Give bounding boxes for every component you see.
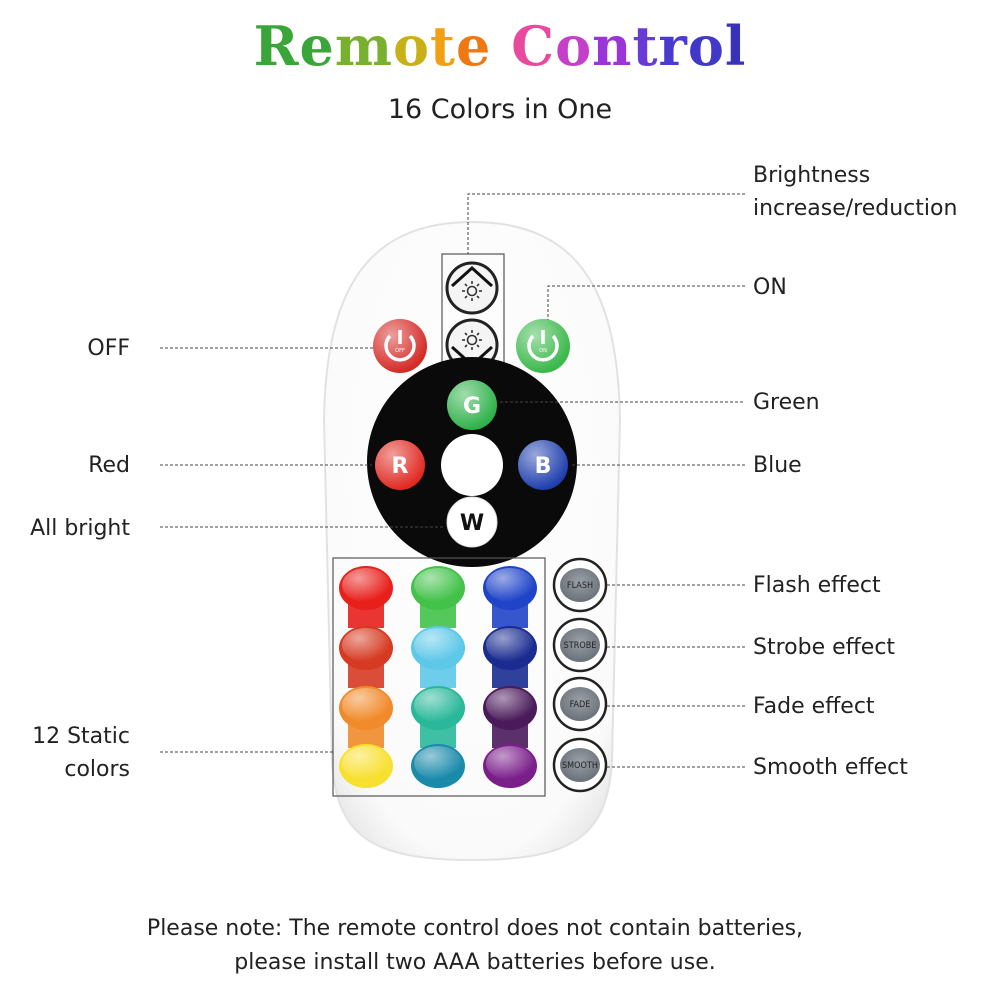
power-icon <box>384 330 416 362</box>
label-brightness-line1: Brightness <box>753 163 871 188</box>
color-button-letter: B <box>535 454 552 479</box>
static-color-button[interactable] <box>339 566 393 628</box>
effect-button-smooth[interactable]: SMOOTH <box>552 737 608 793</box>
title-letter: o <box>393 14 431 78</box>
title-letter: e <box>455 14 492 78</box>
static-color-button[interactable] <box>411 626 465 688</box>
leader-lines <box>160 193 745 768</box>
title-letter: l <box>724 14 747 78</box>
label-brightness-line2: increase/reduction <box>753 196 958 221</box>
static-color-button[interactable] <box>411 744 465 788</box>
label-fade: Fade effect <box>753 694 875 719</box>
static-color-panel <box>332 557 546 797</box>
power-icon <box>527 330 559 362</box>
label-red: Red <box>88 453 130 478</box>
center-button[interactable] <box>441 434 503 496</box>
battery-note: Please note: The remote control does not… <box>0 912 950 980</box>
off-button-label: OFF <box>395 348 405 354</box>
color-button-letter: G <box>463 394 481 419</box>
on-button-label: ON <box>539 348 547 354</box>
static-color-button[interactable] <box>483 686 537 748</box>
off-button[interactable]: OFF <box>373 319 427 373</box>
effect-button-strobe[interactable]: STROBE <box>552 617 608 673</box>
label-on: ON <box>753 275 787 300</box>
label-smooth: Smooth effect <box>753 755 908 780</box>
effect-button-label: SMOOTH <box>562 761 598 771</box>
label-static-line2: colors <box>64 757 130 782</box>
label-strobe: Strobe effect <box>753 635 896 660</box>
static-color-button[interactable] <box>339 626 393 688</box>
effect-button-label: STROBE <box>564 641 597 651</box>
static-color-button[interactable] <box>411 566 465 628</box>
static-color-button[interactable] <box>483 626 537 688</box>
effect-button-fade[interactable]: FADE <box>552 676 608 732</box>
title-letter: R <box>253 14 300 78</box>
color-button-letter: W <box>460 511 484 536</box>
page-title: Remote Control <box>0 14 1000 78</box>
page-subtitle: 16 Colors in One <box>387 94 613 125</box>
label-flash: Flash effect <box>753 573 881 598</box>
title-letter: o <box>555 14 593 78</box>
color-button-b[interactable]: B <box>518 440 568 490</box>
label-green: Green <box>753 390 820 415</box>
color-button-w[interactable]: W <box>446 496 498 548</box>
battery-note-line2: please install two AAA batteries before … <box>234 950 716 975</box>
static-color-button[interactable] <box>339 744 393 788</box>
battery-note-line1: Please note: The remote control does not… <box>146 916 804 941</box>
effect-button-label: FLASH <box>567 581 593 591</box>
label-static-line1: 12 Static <box>32 724 130 749</box>
brightness-up-button[interactable] <box>445 261 499 315</box>
effect-button-flash[interactable]: FLASH <box>552 557 608 613</box>
title-letter: t <box>430 14 456 78</box>
color-button-r[interactable]: R <box>375 440 425 490</box>
title-letter: e <box>299 14 335 78</box>
static-color-button[interactable] <box>339 686 393 748</box>
on-button[interactable]: ON <box>516 319 570 373</box>
sun-icon <box>462 281 482 301</box>
static-color-button[interactable] <box>483 566 537 628</box>
title-letter: t <box>632 14 659 78</box>
title-letter: r <box>658 14 688 78</box>
static-color-button[interactable] <box>483 744 537 788</box>
title-letter: o <box>687 14 725 78</box>
sun-icon <box>462 330 482 350</box>
label-all-bright: All bright <box>30 516 130 541</box>
title-letter: n <box>592 14 633 78</box>
label-off: OFF <box>87 336 130 361</box>
label-blue: Blue <box>753 453 802 478</box>
title-letter: m <box>334 14 393 78</box>
static-color-button[interactable] <box>411 686 465 748</box>
effect-button-label: FADE <box>570 700 591 710</box>
color-button-letter: R <box>392 454 409 479</box>
title-letter: C <box>511 14 556 78</box>
color-button-g[interactable]: G <box>447 380 497 430</box>
